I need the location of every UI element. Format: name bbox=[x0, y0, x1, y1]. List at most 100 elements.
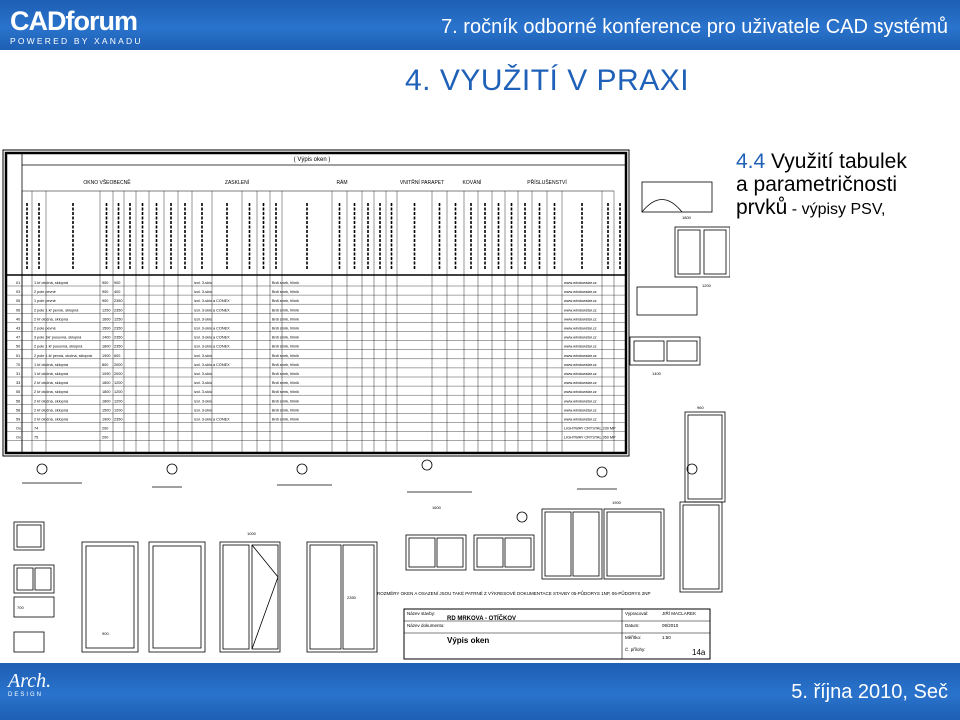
row-desc: 75 bbox=[34, 436, 38, 440]
dimension-label: 2350 bbox=[347, 595, 357, 600]
row-frame: Brdi smrk, hliník bbox=[272, 363, 299, 367]
row-info: www.windowstar.cz bbox=[564, 372, 597, 376]
row-glass: izol. 3-sklo a CONEX bbox=[194, 336, 230, 340]
dimension-label: 700 bbox=[17, 605, 24, 610]
section-line-1: Využití tabulek bbox=[765, 150, 907, 173]
row-glass: izol. 3-sklo bbox=[194, 281, 212, 285]
column-headers bbox=[26, 203, 621, 269]
row-width: 1900 bbox=[102, 354, 110, 358]
section-line-3: prvků bbox=[736, 196, 788, 219]
row-desc: 1 kř otočná, sklopná bbox=[34, 363, 69, 367]
row-info: www.windowstar.cz bbox=[564, 308, 597, 312]
stamp-author: JIŘÍ MACLAREK bbox=[662, 609, 696, 616]
row-desc: 2 kř otočná, sklopná bbox=[34, 399, 69, 403]
group-header: VNITŘNÍ PARAPET bbox=[400, 178, 444, 186]
row-width: 200 bbox=[102, 427, 108, 431]
row-glass: izol. 3-sklo a CONEX bbox=[194, 363, 230, 367]
row-id: 47 bbox=[16, 336, 20, 340]
row-info: www.windowstar.cz bbox=[564, 408, 597, 412]
dimension-label: 1200 bbox=[702, 283, 712, 288]
row-glass: izol. 3-sklo a CONEX bbox=[194, 327, 230, 331]
stamp-name-label: Název stavby: bbox=[407, 611, 435, 616]
row-height: 2000 bbox=[114, 372, 122, 376]
group-header: OKNO VŠEOBECNĚ bbox=[83, 178, 131, 186]
stamp-sheet: 14a bbox=[692, 648, 706, 657]
row-glass: izol. 3-sklo a CONEX bbox=[194, 345, 230, 349]
row-desc: 2 kř otočná, sklopná bbox=[34, 408, 69, 412]
row-width: 1400 bbox=[102, 336, 110, 340]
row-desc: 2 kř otočná, sklopná bbox=[34, 390, 69, 394]
row-frame: Brdi smrk, hliník bbox=[272, 290, 299, 294]
row-frame: Brdi smrk, hliník bbox=[272, 408, 299, 412]
row-desc: 2 kř otočná, sklopná bbox=[34, 317, 69, 321]
stamp-doc-label: Název dokumentu: bbox=[407, 623, 445, 628]
row-info: www.windowstar.cz bbox=[564, 317, 597, 321]
group-header: RÁM bbox=[336, 179, 347, 186]
logo-tagline: POWERED BY XANADU bbox=[10, 36, 143, 46]
group-header: PŘÍSLUŠENSTVÍ bbox=[527, 178, 567, 186]
row-id: 05 bbox=[16, 299, 20, 303]
slide-title: 4. VYUŽITÍ V PRAXI bbox=[405, 64, 690, 97]
row-width: 800 bbox=[102, 363, 108, 367]
dimension-label: 900 bbox=[102, 631, 109, 636]
row-frame: Brdi smrk, hliník bbox=[272, 390, 299, 394]
window-elevations-bottom bbox=[13, 459, 723, 653]
row-glass: izol. 3-sklo bbox=[194, 408, 212, 412]
row-info: LIGHTWAY CRYSTAL 350 MP bbox=[564, 436, 616, 440]
row-height: 1200 bbox=[114, 408, 122, 412]
row-id: 01 bbox=[16, 281, 20, 285]
stamp-sheet-label: Č. přílohy: bbox=[625, 646, 646, 652]
arch-logo-sub: DESIGN bbox=[8, 692, 44, 698]
row-info: www.windowstar.cz bbox=[564, 390, 597, 394]
row-info: www.windowstar.cz bbox=[564, 327, 597, 331]
conference-date: 5. října 2010, Seč bbox=[791, 681, 948, 703]
row-desc: 2 pole 1 kř pevné, sklopná bbox=[34, 308, 79, 312]
dimension-label: 1900 bbox=[612, 500, 622, 505]
row-height: 1200 bbox=[114, 381, 122, 385]
row-frame: Brdi smrk, hliník bbox=[272, 327, 299, 331]
row-glass: izol. 3-sklo bbox=[194, 317, 212, 321]
section-text: 4.4 Využití tabulek a parametričnosti pr… bbox=[736, 150, 956, 221]
row-width: 1090 bbox=[102, 372, 110, 376]
row-width: 900 bbox=[102, 281, 108, 285]
row-id: 70 bbox=[16, 363, 20, 367]
row-height: 2000 bbox=[114, 363, 122, 367]
stamp-date-label: Datum: bbox=[625, 623, 640, 628]
row-desc: 3 pole 1kř posuvná, sklopná bbox=[34, 336, 82, 340]
table-frame bbox=[4, 151, 628, 455]
row-width: 1250 bbox=[102, 308, 110, 312]
section-line-3-small: - výpisy PSV, bbox=[787, 201, 886, 218]
row-height: 2350 bbox=[114, 418, 122, 422]
logo-text: CADforum bbox=[10, 6, 138, 36]
stamp-author-label: Vypracoval: bbox=[625, 611, 648, 616]
row-glass: izol. 3-sklo a CONEX bbox=[194, 418, 230, 422]
row-height: 2350 bbox=[114, 308, 122, 312]
dimension-label: 1400 bbox=[652, 371, 662, 376]
row-frame: Brdi smrk, hliník bbox=[272, 345, 299, 349]
row-desc: 2 pole 1 kř posuvná, sklopná bbox=[34, 345, 83, 349]
row-glass: izol. 3-sklo bbox=[194, 290, 212, 294]
row-info: www.windowstar.cz bbox=[564, 336, 597, 340]
row-width: 900 bbox=[102, 290, 108, 294]
row-height: 900 bbox=[114, 281, 120, 285]
header-bar bbox=[0, 0, 960, 50]
row-desc: 2 pole pevné bbox=[34, 290, 56, 294]
row-id: Ox bbox=[16, 427, 21, 431]
row-id: 59 bbox=[16, 418, 20, 422]
row-desc: 2 pole 1 kř pevná, otočná, sklopná bbox=[34, 354, 93, 358]
row-id: 58 bbox=[16, 408, 20, 412]
row-info: www.windowstar.cz bbox=[564, 363, 597, 367]
row-width: 900 bbox=[102, 299, 108, 303]
arch-design-logo: Arch. DESIGN bbox=[8, 671, 51, 699]
row-id: 31 bbox=[16, 372, 20, 376]
row-info: www.windowstar.cz bbox=[564, 354, 597, 358]
row-width: 1500 bbox=[102, 327, 110, 331]
row-glass: izol. 3-sklo a CONEX bbox=[194, 299, 230, 303]
row-height: 1250 bbox=[114, 317, 122, 321]
row-width: 1800 bbox=[102, 345, 110, 349]
row-info: www.windowstar.cz bbox=[564, 281, 597, 285]
row-width: 1800 bbox=[102, 390, 110, 394]
